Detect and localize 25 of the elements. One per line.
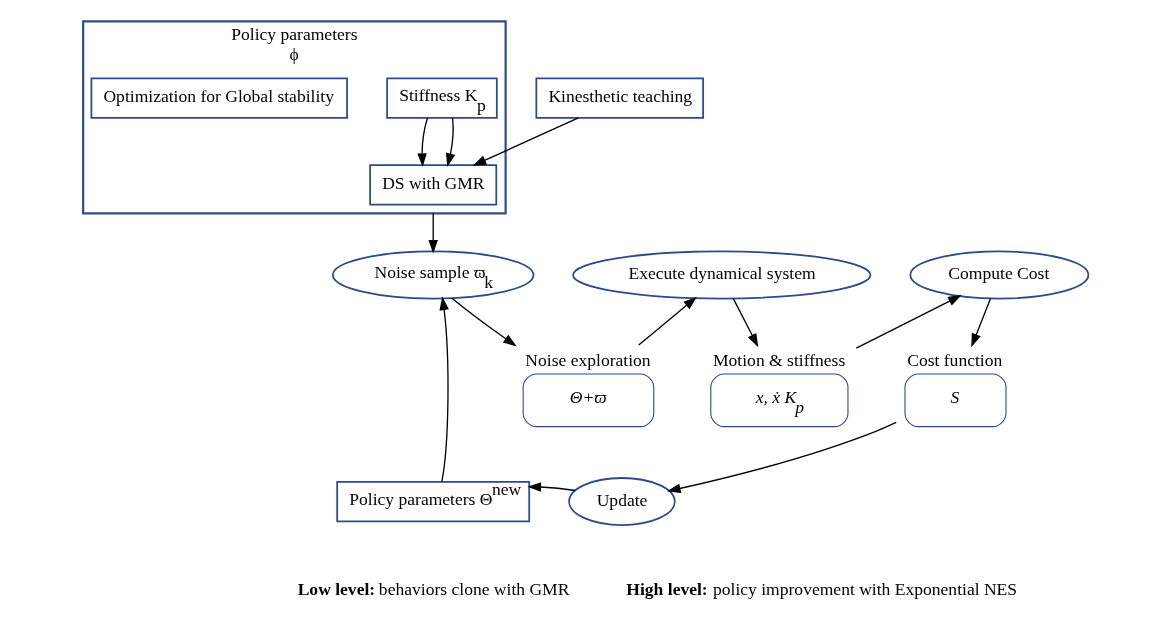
arrow (637, 296, 697, 346)
node-label: Noise exploration (524, 350, 651, 371)
label: High level: policy improvement with Exponential NES (625, 578, 1017, 599)
arrow (450, 297, 517, 347)
node-label: Motion & stiffness (712, 350, 845, 371)
node-ellipse: Execute dynamical system (571, 250, 871, 300)
label: Low level: behaviors clone with GMR (297, 578, 569, 599)
arrow (970, 297, 991, 348)
arrow (666, 421, 897, 493)
node-box: Optimization for Global stability (90, 77, 348, 119)
arrow (732, 297, 758, 348)
node-box: S (903, 373, 1006, 428)
arrow (855, 295, 962, 349)
arrow (438, 296, 449, 483)
node-ellipse: Compute Cost (909, 250, 1089, 300)
node-box: Kinesthetic teaching (534, 77, 704, 119)
node-label: Cost function (906, 350, 1002, 371)
arrow (416, 117, 428, 167)
node-box: Θ+ϖ (522, 373, 654, 428)
arrow (472, 117, 579, 166)
node-box: DS with GMR (368, 164, 497, 206)
node-ellipse: Update (567, 477, 676, 526)
arrow (445, 117, 455, 167)
arrow (427, 212, 438, 254)
arrow (526, 482, 576, 492)
